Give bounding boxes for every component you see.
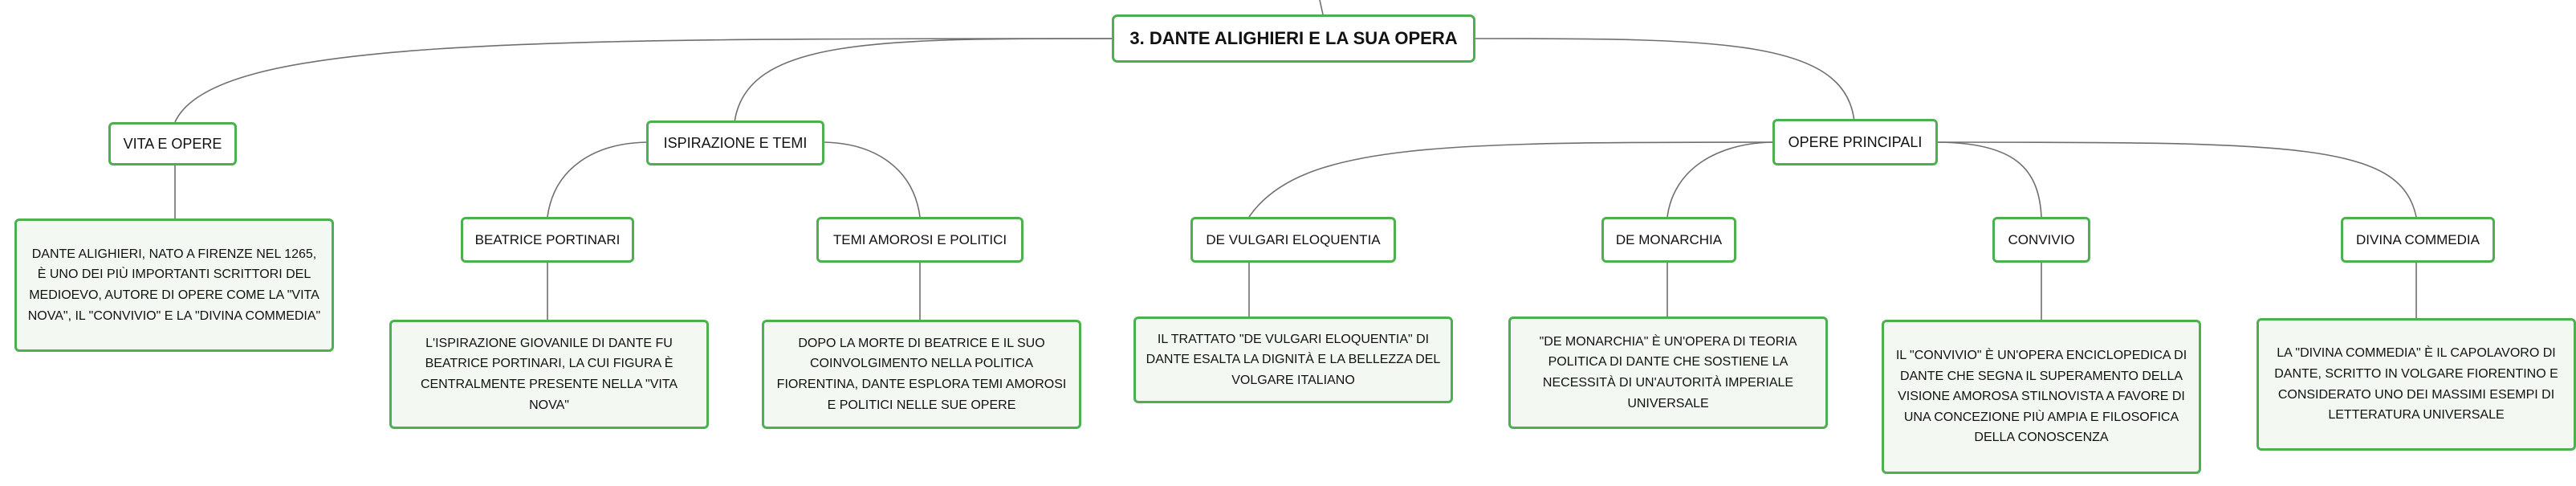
note-divina-commedia[interactable]: LA "DIVINA COMMEDIA" È IL CAPOLAVORO DI … bbox=[2257, 318, 2576, 451]
note-convivio[interactable]: IL "CONVIVIO" È UN'OPERA ENCICLOPEDICA D… bbox=[1882, 320, 2201, 474]
topic-divina-commedia[interactable]: DIVINA COMMEDIA bbox=[2341, 217, 2495, 263]
connector-ispirazione-temi bbox=[820, 141, 921, 218]
topic-vita-e-opere[interactable]: VITA E OPERE bbox=[108, 122, 237, 165]
connector-opere-vulgari bbox=[1248, 141, 1776, 218]
topic-de-monarchia-label: DE MONARCHIA bbox=[1615, 231, 1723, 247]
note-de-monarchia[interactable]: "DE MONARCHIA" È UN'OPERA DI TEORIA POLI… bbox=[1508, 317, 1828, 429]
topic-ispirazione-e-temi-label: ISPIRAZIONE E TEMI bbox=[663, 134, 808, 151]
note-beatrice-portinari-text: L'ISPIRAZIONE GIOVANILE DI DANTE FU BEAT… bbox=[420, 336, 678, 412]
connector-opere-monarchia bbox=[1666, 141, 1776, 218]
topic-beatrice-portinari[interactable]: BEATRICE PORTINARI bbox=[461, 217, 634, 263]
topic-de-vulgari-eloquentia[interactable]: DE VULGARI ELOQUENTIA bbox=[1190, 217, 1396, 263]
connector-root-vita bbox=[174, 38, 1113, 123]
connector-root-opere bbox=[1475, 38, 1855, 123]
note-de-monarchia-text: "DE MONARCHIA" È UN'OPERA DI TEORIA POLI… bbox=[1539, 334, 1797, 410]
connector-ispirazione-beatrice bbox=[547, 141, 651, 218]
note-beatrice-portinari[interactable]: L'ISPIRAZIONE GIOVANILE DI DANTE FU BEAT… bbox=[389, 320, 709, 429]
note-vita-e-opere-text: DANTE ALIGHIERI, NATO A FIRENZE NEL 1265… bbox=[27, 247, 321, 323]
connector-opere-convivio bbox=[1935, 141, 2042, 218]
root-topic-label: 3. DANTE ALIGHIERI E LA SUA OPERA bbox=[1129, 28, 1458, 48]
topic-beatrice-portinari-label: BEATRICE PORTINARI bbox=[474, 231, 621, 247]
topic-temi-amorosi-politici-label: TEMI AMOROSI E POLITICI bbox=[832, 231, 1007, 247]
topic-convivio[interactable]: CONVIVIO bbox=[1992, 217, 2090, 263]
note-de-vulgari-eloquentia-text: IL TRATTATO "DE VULGARI ELOQUENTIA" DI D… bbox=[1146, 332, 1441, 387]
note-de-vulgari-eloquentia[interactable]: IL TRATTATO "DE VULGARI ELOQUENTIA" DI D… bbox=[1133, 317, 1453, 403]
connector-opere-divina bbox=[1935, 141, 2417, 218]
topic-temi-amorosi-politici[interactable]: TEMI AMOROSI E POLITICI bbox=[816, 217, 1023, 263]
note-divina-commedia-text: LA "DIVINA COMMEDIA" È IL CAPOLAVORO DI … bbox=[2274, 346, 2558, 423]
topic-divina-commedia-label: DIVINA COMMEDIA bbox=[2356, 231, 2480, 247]
topic-de-vulgari-eloquentia-label: DE VULGARI ELOQUENTIA bbox=[1206, 231, 1381, 247]
topic-ispirazione-e-temi[interactable]: ISPIRAZIONE E TEMI bbox=[646, 120, 824, 165]
topic-de-monarchia[interactable]: DE MONARCHIA bbox=[1601, 217, 1736, 263]
note-temi-amorosi-politici[interactable]: DOPO LA MORTE DI BEATRICE E IL SUO COINV… bbox=[762, 320, 1081, 429]
topic-opere-principali[interactable]: OPERE PRINCIPALI bbox=[1772, 119, 1938, 165]
root-topic[interactable]: 3. DANTE ALIGHIERI E LA SUA OPERA bbox=[1112, 14, 1475, 63]
topic-opere-principali-label: OPERE PRINCIPALI bbox=[1788, 133, 1923, 150]
note-temi-amorosi-politici-text: DOPO LA MORTE DI BEATRICE E IL SUO COINV… bbox=[776, 336, 1067, 412]
topic-vita-e-opere-label: VITA E OPERE bbox=[123, 135, 222, 152]
topic-convivio-label: CONVIVIO bbox=[2008, 231, 2075, 247]
note-vita-e-opere[interactable]: DANTE ALIGHIERI, NATO A FIRENZE NEL 1265… bbox=[14, 218, 334, 352]
note-convivio-text: IL "CONVIVIO" È UN'OPERA ENCICLOPEDICA D… bbox=[1895, 349, 2187, 445]
connector-root-ispirazione bbox=[734, 38, 1113, 123]
connector-root-parent bbox=[1319, 0, 1324, 15]
